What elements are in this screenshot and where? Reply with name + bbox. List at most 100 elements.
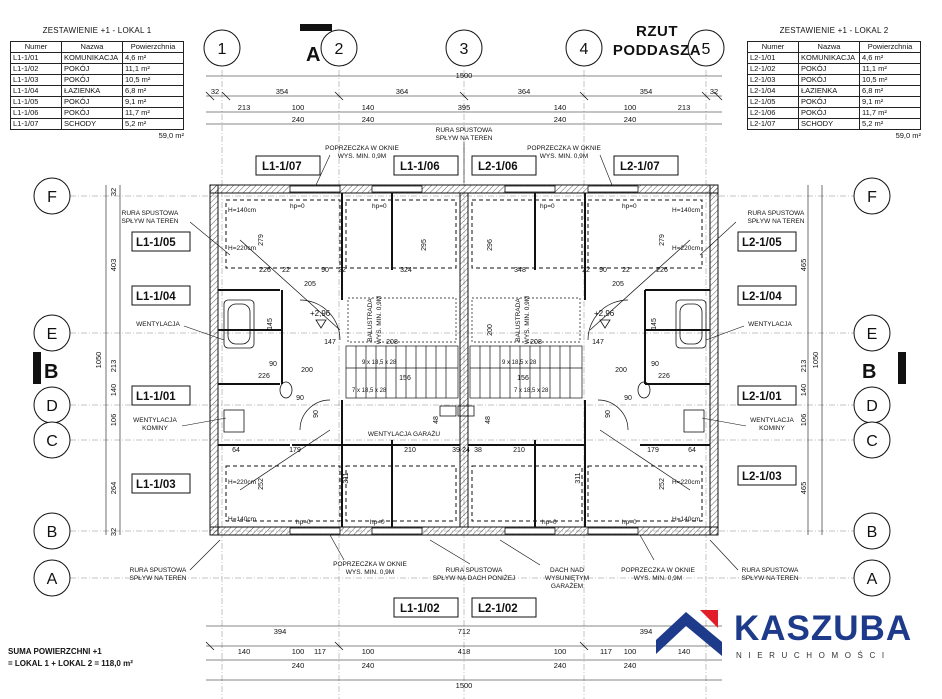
svg-text:hp=0: hp=0 [370, 519, 385, 526]
dim-right-total: 1050 [811, 352, 820, 369]
svg-text:48: 48 [485, 416, 492, 424]
svg-text:KOMINY: KOMINY [759, 425, 785, 432]
svg-text:WENTYLACJA: WENTYLACJA [750, 417, 794, 424]
axis-row-label: C [866, 433, 878, 450]
dim-bottom: 240 [624, 661, 637, 670]
svg-text:90: 90 [624, 395, 632, 402]
svg-text:RURA SPUSTOWA: RURA SPUSTOWA [436, 127, 493, 134]
table-header: Powierzchnia [859, 41, 921, 53]
axis-row-label: F [47, 189, 57, 206]
svg-text:SPŁYW NA TEREN: SPŁYW NA TEREN [122, 218, 179, 225]
svg-text:200: 200 [615, 367, 627, 374]
table-title: ZESTAWIENIE +1 - LOKAL 1 [42, 26, 152, 35]
roof-slope-lines [225, 199, 703, 522]
svg-text:GARAŻEM: GARAŻEM [551, 581, 583, 590]
svg-text:226: 226 [258, 373, 270, 380]
svg-text:22: 22 [582, 267, 590, 274]
dim-top: 32 [211, 87, 219, 96]
dim-top: 354 [276, 87, 289, 96]
summary-line-1: SUMA POWIERZCHNI +1 [8, 647, 102, 656]
svg-text:POPRZECZKA W OKNIE: POPRZECZKA W OKNIE [333, 561, 407, 568]
dim-top: 213 [238, 103, 251, 112]
svg-text:H=220cm: H=220cm [672, 479, 700, 486]
dimension-lines [105, 75, 823, 681]
room-tag-l1-05: L1-1/05 [136, 237, 176, 249]
svg-text:156: 156 [399, 375, 411, 382]
dim-bottom: 240 [292, 661, 305, 670]
svg-text:24: 24 [462, 447, 470, 454]
svg-text:WYS. MIN. 0,9M: WYS. MIN. 0,9M [524, 296, 531, 344]
dim-bottom: 100 [292, 647, 305, 656]
svg-text:348: 348 [514, 267, 526, 274]
heading-line-2: PODDASZA [612, 42, 702, 59]
dim-left: 32 [109, 188, 118, 196]
svg-text:7 x 18,5 x 28: 7 x 18,5 x 28 [352, 388, 387, 394]
svg-text:SPŁYW NA TEREN: SPŁYW NA TEREN [748, 218, 805, 225]
dim-right: 465 [799, 482, 808, 495]
svg-text:200: 200 [487, 324, 494, 336]
dim-right: 140 [799, 384, 808, 397]
svg-text:WENTYLACJA: WENTYLACJA [748, 321, 792, 328]
svg-text:90: 90 [296, 395, 304, 402]
svg-text:205: 205 [612, 281, 624, 288]
dim-left: 213 [109, 360, 118, 373]
area-table-lokal-1: ZESTAWIENIE +1 - LOKAL 1 Numer Nazwa Pow… [10, 26, 184, 140]
dim-top: 240 [554, 115, 567, 124]
windows [289, 185, 639, 535]
room-tag-l1-07: L1-1/07 [262, 161, 302, 173]
axis-row-label: D [866, 398, 878, 415]
svg-text:90: 90 [651, 361, 659, 368]
svg-text:147: 147 [592, 339, 604, 346]
dim-bottom: 117 [600, 647, 612, 656]
dimension-ticks [205, 91, 723, 651]
svg-text:9 x 18,5 x 28: 9 x 18,5 x 28 [502, 360, 537, 366]
dim-top: 240 [624, 115, 637, 124]
section-marker-a: A [306, 44, 320, 66]
svg-text:H=140cm: H=140cm [672, 516, 700, 523]
svg-text:279: 279 [258, 234, 265, 246]
svg-text:179: 179 [289, 447, 301, 454]
axis-col-label: 3 [460, 41, 469, 58]
svg-text:226: 226 [259, 267, 271, 274]
svg-text:WENTYLACJA GARAŻU: WENTYLACJA GARAŻU [368, 429, 441, 438]
room-marks: H=140cm H=220cm H=220cm H=140cm H=140cm … [228, 203, 700, 526]
dim-right: 465 [799, 259, 808, 272]
dim-bottom: 100 [554, 647, 567, 656]
svg-text:39: 39 [452, 447, 460, 454]
svg-text:145: 145 [267, 318, 274, 330]
level-mark: +2,96 [594, 309, 615, 318]
svg-text:BALUSTRADA: BALUSTRADA [515, 298, 522, 342]
annotations: RURA SPUSTOWA SPŁYW NA TEREN POPRZECZKA … [122, 127, 805, 590]
svg-text:226: 226 [656, 267, 668, 274]
axis-row-label: E [867, 326, 878, 343]
svg-text:H=220cm: H=220cm [672, 245, 700, 252]
section-marker-b-right: B [862, 361, 876, 383]
dim-top: 140 [554, 103, 567, 112]
svg-text:H=140cm: H=140cm [228, 207, 256, 214]
svg-text:64: 64 [232, 447, 240, 454]
table-header: Numer [10, 41, 62, 53]
dim-bottom-total: 1500 [456, 681, 473, 690]
svg-text:324: 324 [400, 267, 412, 274]
exterior-walls [209, 184, 719, 536]
svg-text:200: 200 [301, 367, 313, 374]
svg-text:hp=0: hp=0 [290, 203, 305, 210]
svg-text:SPŁYW NA TEREN: SPŁYW NA TEREN [436, 135, 493, 142]
room-tag-l2-05: L2-1/05 [742, 237, 782, 249]
svg-text:POPRZECZKA W OKNIE: POPRZECZKA W OKNIE [621, 567, 695, 574]
axis-col-label: 5 [702, 41, 711, 58]
heading-line-1: RZUT [636, 23, 678, 40]
dim-left: 264 [109, 482, 118, 495]
table-header: Nazwa [61, 41, 123, 53]
dim-top: 32 [710, 87, 718, 96]
svg-text:WYS. MIN. 0,9M: WYS. MIN. 0,9M [634, 575, 682, 582]
dim-top: 395 [458, 103, 471, 112]
dim-bottom: 394 [274, 627, 287, 636]
table-header: Nazwa [798, 41, 860, 53]
